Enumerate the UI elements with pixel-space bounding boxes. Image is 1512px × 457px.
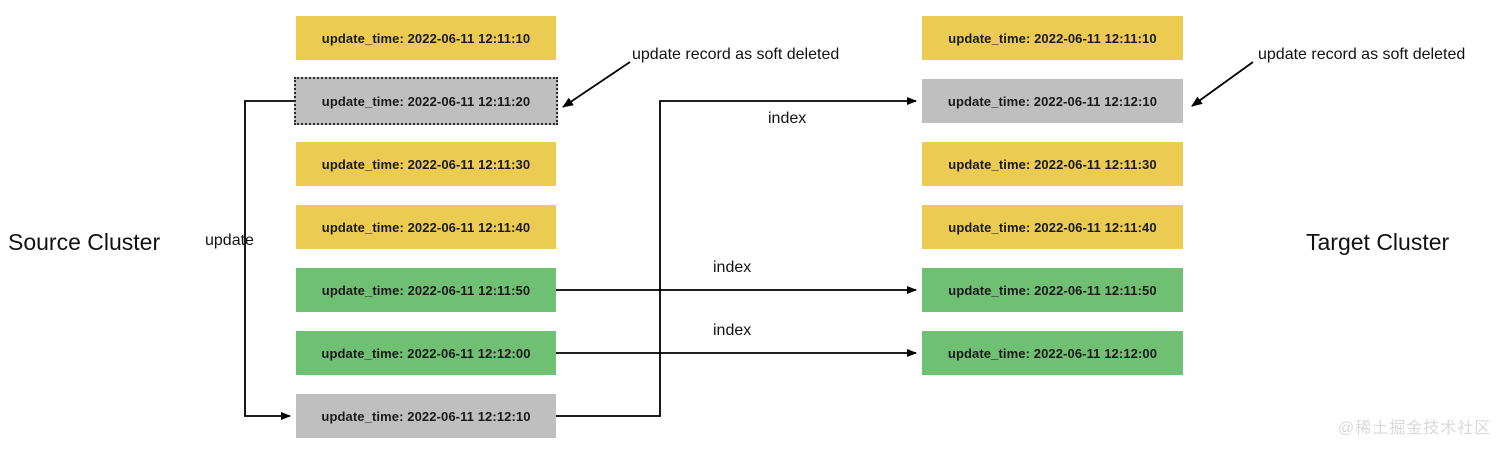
source-cluster-label: Source Cluster <box>8 229 161 255</box>
target-record-row[interactable]: update_time: 2022-06-11 12:11:30 <box>922 142 1183 186</box>
record-text: update_time: 2022-06-11 12:11:40 <box>321 219 531 235</box>
update-loop-arrow <box>244 100 296 420</box>
right-annotation-arrow <box>1191 61 1254 107</box>
source-record-row[interactable]: update_time: 2022-06-11 12:11:10 <box>296 16 556 60</box>
target-record-row[interactable]: update_time: 2022-06-11 12:11:40 <box>922 205 1183 249</box>
record-text: update_time: 2022-06-11 12:12:10 <box>947 93 1158 109</box>
target-record-row[interactable]: update_time: 2022-06-11 12:11:50 <box>922 268 1183 312</box>
record-text: update_time: 2022-06-11 12:11:10 <box>321 30 531 46</box>
index-edge-label-top: index <box>768 110 807 127</box>
source-record-row-soft-deleted[interactable]: update_time: 2022-06-11 12:11:20 <box>294 77 558 125</box>
source-record-row[interactable]: update_time: 2022-06-11 12:11:50 <box>296 268 556 312</box>
target-record-row[interactable]: update_time: 2022-06-11 12:11:10 <box>922 16 1183 60</box>
record-text: update_time: 2022-06-11 12:11:20 <box>321 93 531 109</box>
record-text: update_time: 2022-06-11 12:11:30 <box>321 156 531 172</box>
record-text: update_time: 2022-06-11 12:12:00 <box>321 345 531 361</box>
update-edge-label: update <box>205 232 254 249</box>
record-text: update_time: 2022-06-11 12:11:10 <box>948 30 1157 46</box>
record-text: update_time: 2022-06-11 12:11:50 <box>321 282 531 298</box>
watermark: @稀土掘金技术社区 <box>1338 420 1492 437</box>
left-annotation-text: update record as soft deleted <box>632 46 840 63</box>
index-edge-label-middle: index <box>713 259 752 276</box>
source-record-row[interactable]: update_time: 2022-06-11 12:11:30 <box>296 142 556 186</box>
source-record-row[interactable]: update_time: 2022-06-11 12:12:10 <box>296 394 556 438</box>
right-annotation-text: update record as soft deleted <box>1258 46 1466 63</box>
record-text: update_time: 2022-06-11 12:11:50 <box>948 282 1157 298</box>
source-record-row[interactable]: update_time: 2022-06-11 12:11:40 <box>296 205 556 249</box>
source-record-row[interactable]: update_time: 2022-06-11 12:12:00 <box>296 331 556 375</box>
record-text: update_time: 2022-06-11 12:11:30 <box>948 156 1157 172</box>
target-record-row-soft-deleted[interactable]: update_time: 2022-06-11 12:12:10 <box>922 79 1183 123</box>
record-text: update_time: 2022-06-11 12:12:10 <box>321 408 531 424</box>
left-annotation-arrow <box>562 61 631 108</box>
index-edge-label-bottom: index <box>713 322 752 339</box>
target-cluster-label: Target Cluster <box>1306 229 1450 255</box>
record-text: update_time: 2022-06-11 12:11:40 <box>948 219 1157 235</box>
record-text: update_time: 2022-06-11 12:12:00 <box>947 345 1158 361</box>
target-record-row[interactable]: update_time: 2022-06-11 12:12:00 <box>922 331 1183 375</box>
